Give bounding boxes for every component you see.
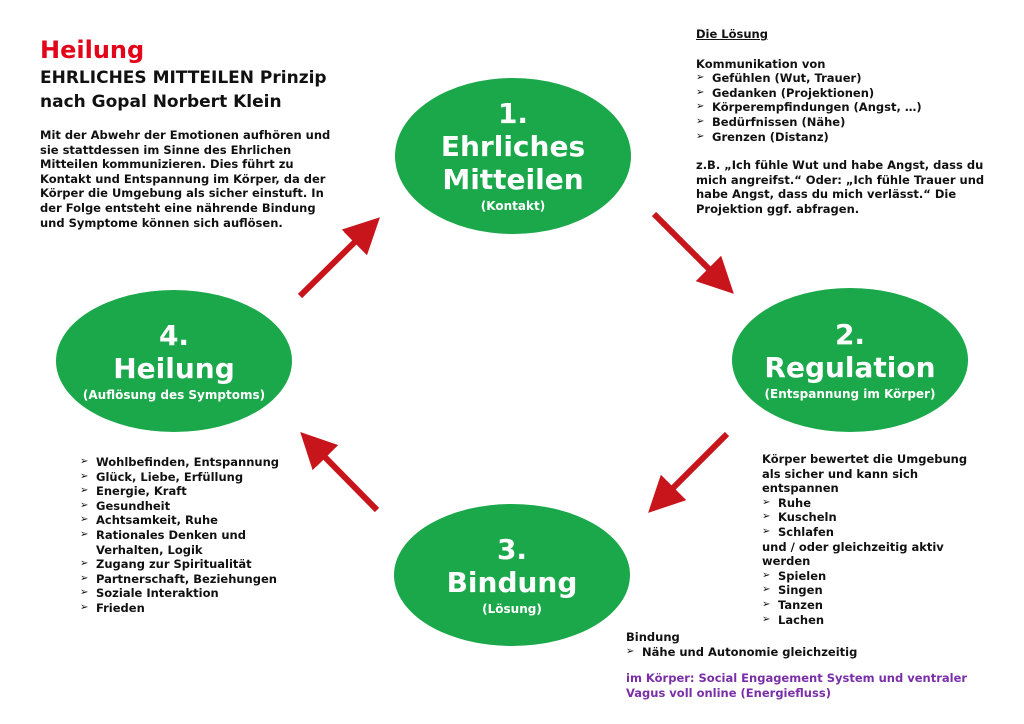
arrow-4-to-1 [297,217,380,299]
list-item: Singen [762,583,977,598]
node-3-bindung: 3. Bindung (Lösung) [394,504,630,646]
heilung-list: Wohlbefinden, Entspannung Glück, Liebe, … [80,455,280,616]
loesung-heading: Die Lösung [696,27,768,41]
list-item: Partnerschaft, Beziehungen [80,572,280,587]
list-item: Gedanken (Projektionen) [696,86,996,101]
page-subtitle-2: nach Gopal Norbert Klein [40,92,282,112]
intro-text: Mit der Abwehr der Emotionen aufhören un… [40,128,331,230]
list-item: Bedürfnissen (Nähe) [696,115,996,130]
arrow-2-to-3 [648,431,730,513]
node-3-number: 3. [496,532,528,566]
bindung-body-text: im Körper: Social Engagement System und … [626,671,968,700]
list-item: Spielen [762,569,977,584]
bindung-block: Bindung Nähe und Autonomie gleichzeitig … [626,630,986,700]
node-2-title: Regulation [764,350,936,384]
node-1-title-2: Mitteilen [442,163,584,196]
list-item: Wohlbefinden, Entspannung [80,455,280,470]
list-item: Zugang zur Spiritualität [80,557,280,572]
node-1-ehrliches-mitteilen: 1. Ehrliches Mitteilen (Kontakt) [395,78,631,234]
regulation-list-1: Ruhe Kuscheln Schlafen [762,496,977,540]
bindung-list: Nähe und Autonomie gleichzeitig [626,645,986,660]
node-4-number: 4. [158,318,190,352]
node-4-sub: (Auflösung des Symptoms) [82,387,266,402]
list-item: Energie, Kraft [80,484,280,499]
list-item: Gefühlen (Wut, Trauer) [696,71,996,86]
list-item: Körperempfindungen (Angst, …) [696,100,996,115]
list-item: Gesundheit [80,499,280,514]
list-item: Soziale Interaktion [80,586,280,601]
list-item: Glück, Liebe, Erfüllung [80,470,280,485]
loesung-intro: Kommunikation von [696,56,826,71]
loesung-block: Die Lösung Kommunikation von Gefühlen (W… [696,27,996,217]
regulation-list-2: Spielen Singen Tanzen Lachen [762,569,977,627]
list-item: Grenzen (Distanz) [696,130,996,145]
page-title: Heilung [40,36,145,64]
list-item: Schlafen [762,525,977,540]
node-1-number: 1. [497,97,529,130]
node-2-number: 2. [834,317,866,351]
node-3-title: Bindung [446,565,578,599]
loesung-list: Gefühlen (Wut, Trauer) Gedanken (Projekt… [696,71,996,144]
loesung-example: z.B. „Ich fühle Wut und habe Angst, dass… [696,158,985,216]
node-1-sub: (Kontakt) [480,199,546,213]
list-item: Ruhe [762,496,977,511]
arrow-3-to-4 [300,432,380,513]
node-1-title-1: Ehrliches [440,130,586,163]
bindung-heading: Bindung [626,630,680,644]
list-item: Lachen [762,613,977,628]
list-item: Nähe und Autonomie gleichzeitig [626,645,986,660]
regulation-block: Körper bewertet die Umgebung als sicher … [762,452,977,627]
list-item: Tanzen [762,598,977,613]
regulation-intro: Körper bewertet die Umgebung als sicher … [762,452,968,496]
node-2-sub: (Entspannung im Körper) [764,386,936,401]
regulation-middle: und / oder gleichzeitig aktiv werden [762,539,944,569]
node-4-title: Heilung [113,351,235,385]
list-item: Frieden [80,601,280,616]
node-2-regulation: 2. Regulation (Entspannung im Körper) [732,288,968,432]
arrow-1-to-2 [651,211,734,294]
node-3-sub: (Lösung) [482,601,542,616]
node-4-heilung: 4. Heilung (Auflösung des Symptoms) [56,290,292,432]
list-item: Achtsamkeit, Ruhe [80,513,280,528]
list-item: Kuscheln [762,510,977,525]
page-subtitle-1: EHRLICHES MITTEILEN Prinzip [40,68,327,88]
heilung-block: Wohlbefinden, Entspannung Glück, Liebe, … [80,455,280,616]
list-item: Rationales Denken und Verhalten, Logik [80,528,280,557]
